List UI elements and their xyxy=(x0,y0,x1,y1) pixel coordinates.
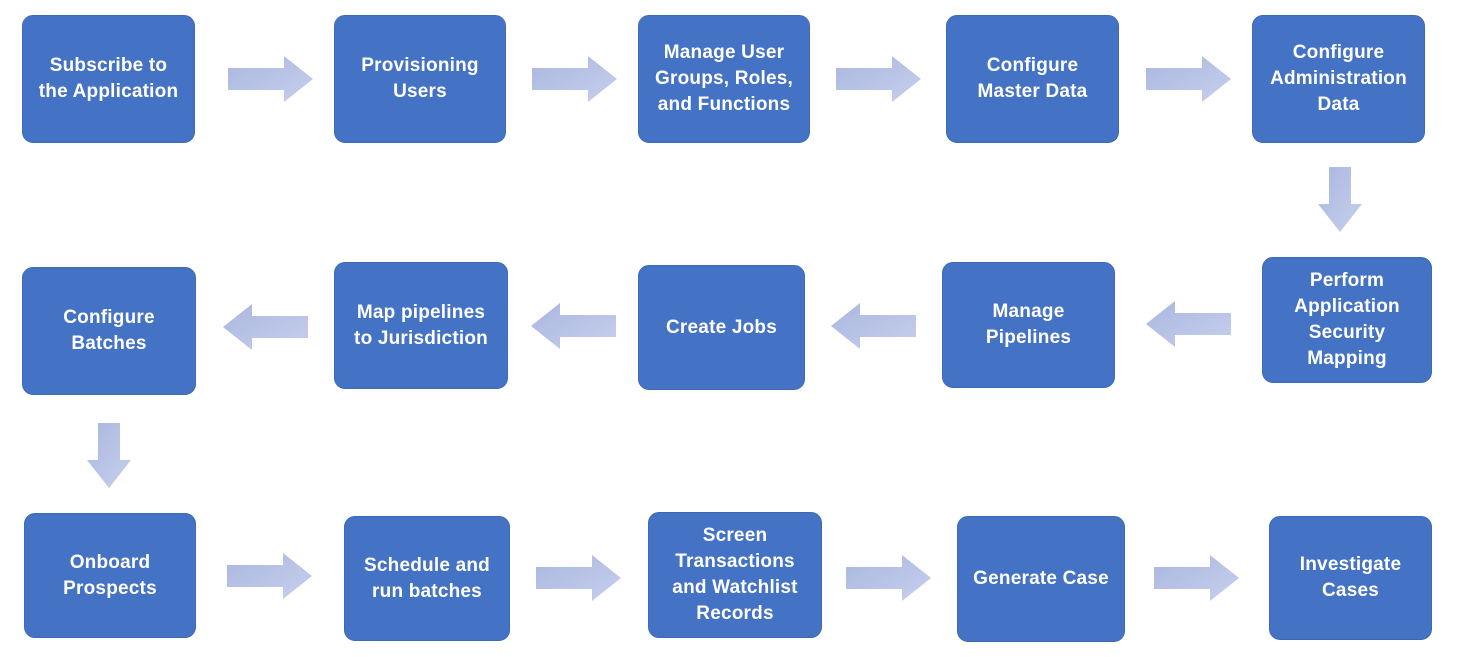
connector-configure-administration-data-to-perform-application-security xyxy=(1317,167,1363,233)
node-label: Configure Administration Data xyxy=(1270,42,1407,115)
arrow-right-icon xyxy=(1154,555,1239,601)
node-provisioning-users: Provisioning Users xyxy=(334,15,506,143)
connector-onboard-prospects-to-schedule-batches xyxy=(227,552,313,600)
arrow-left-icon xyxy=(1146,301,1231,347)
arrow-down-icon xyxy=(87,423,131,488)
node-schedule-and-run-batches: Schedule and run batches xyxy=(344,516,510,641)
node-label: Provisioning Users xyxy=(361,55,479,102)
arrow-left-icon xyxy=(223,304,308,350)
arrow-right-icon xyxy=(227,553,312,599)
node-label: Investigate Cases xyxy=(1299,554,1402,601)
node-create-jobs: Create Jobs xyxy=(638,265,805,390)
node-label: Subscribe to the Application xyxy=(38,55,179,102)
arrow-right-icon xyxy=(836,56,921,102)
connector-create-jobs-to-map-pipelines xyxy=(530,302,616,350)
node-label: Perform Application Security Mapping xyxy=(1294,270,1400,369)
arrow-right-icon xyxy=(1146,56,1231,102)
arrow-right-icon xyxy=(536,555,621,601)
connector-provisioning-to-manage-user-groups xyxy=(532,55,618,103)
node-label: Schedule and run batches xyxy=(364,554,490,602)
connector-map-pipelines-to-configure-batches xyxy=(222,303,308,351)
connector-screen-transactions-to-generate-case xyxy=(846,554,932,602)
node-label: Manage User Groups, Roles, and Functions xyxy=(655,42,793,115)
connector-subscribe-to-provisioning xyxy=(228,55,314,103)
node-generate-case: Generate Case xyxy=(957,516,1125,642)
connector-configure-batches-to-onboard-prospects xyxy=(86,423,132,489)
connector-schedule-batches-to-screen-transactions xyxy=(536,554,622,602)
arrow-right-icon xyxy=(532,56,617,102)
connector-manage-user-groups-to-configure-master-data xyxy=(836,55,922,103)
node-manage-pipelines: Manage Pipelines xyxy=(942,262,1115,388)
node-subscribe-to-the-application: Subscribe to the Application xyxy=(22,15,195,143)
node-label: Screen Transactions and Watchlist Record… xyxy=(672,525,798,624)
node-perform-application-security-mapping: Perform Application Security Mapping xyxy=(1262,257,1432,383)
arrow-right-icon xyxy=(846,555,931,601)
connector-generate-case-to-investigate-cases xyxy=(1154,554,1240,602)
node-label: Generate Case xyxy=(973,568,1109,589)
arrow-left-icon xyxy=(831,303,916,349)
node-investigate-cases: Investigate Cases xyxy=(1269,516,1432,640)
node-label: Onboard Prospects xyxy=(63,551,157,599)
node-configure-batches: Configure Batches xyxy=(22,267,196,395)
connector-perform-application-security-to-manage-pipelines xyxy=(1145,300,1231,348)
arrow-down-icon xyxy=(1318,167,1362,232)
node-label: Configure Batches xyxy=(63,307,155,354)
node-screen-transactions-and-watchlist-records: Screen Transactions and Watchlist Record… xyxy=(648,512,822,638)
connector-manage-pipelines-to-create-jobs xyxy=(830,302,916,350)
connector-configure-master-data-to-configure-administration-data xyxy=(1146,55,1232,103)
arrow-left-icon xyxy=(531,303,616,349)
node-label: Map pipelines to Jurisdiction xyxy=(354,301,488,349)
node-configure-administration-data: Configure Administration Data xyxy=(1252,15,1425,143)
node-label: Configure Master Data xyxy=(977,55,1088,102)
node-onboard-prospects: Onboard Prospects xyxy=(24,513,196,638)
node-map-pipelines-to-jurisdiction: Map pipelines to Jurisdiction xyxy=(334,262,508,389)
node-configure-master-data: Configure Master Data xyxy=(946,15,1119,143)
node-manage-user-groups-roles-and-functions: Manage User Groups, Roles, and Functions xyxy=(638,15,810,143)
node-label: Create Jobs xyxy=(666,316,777,338)
node-label: Manage Pipelines xyxy=(985,301,1072,348)
arrow-right-icon xyxy=(228,56,313,102)
